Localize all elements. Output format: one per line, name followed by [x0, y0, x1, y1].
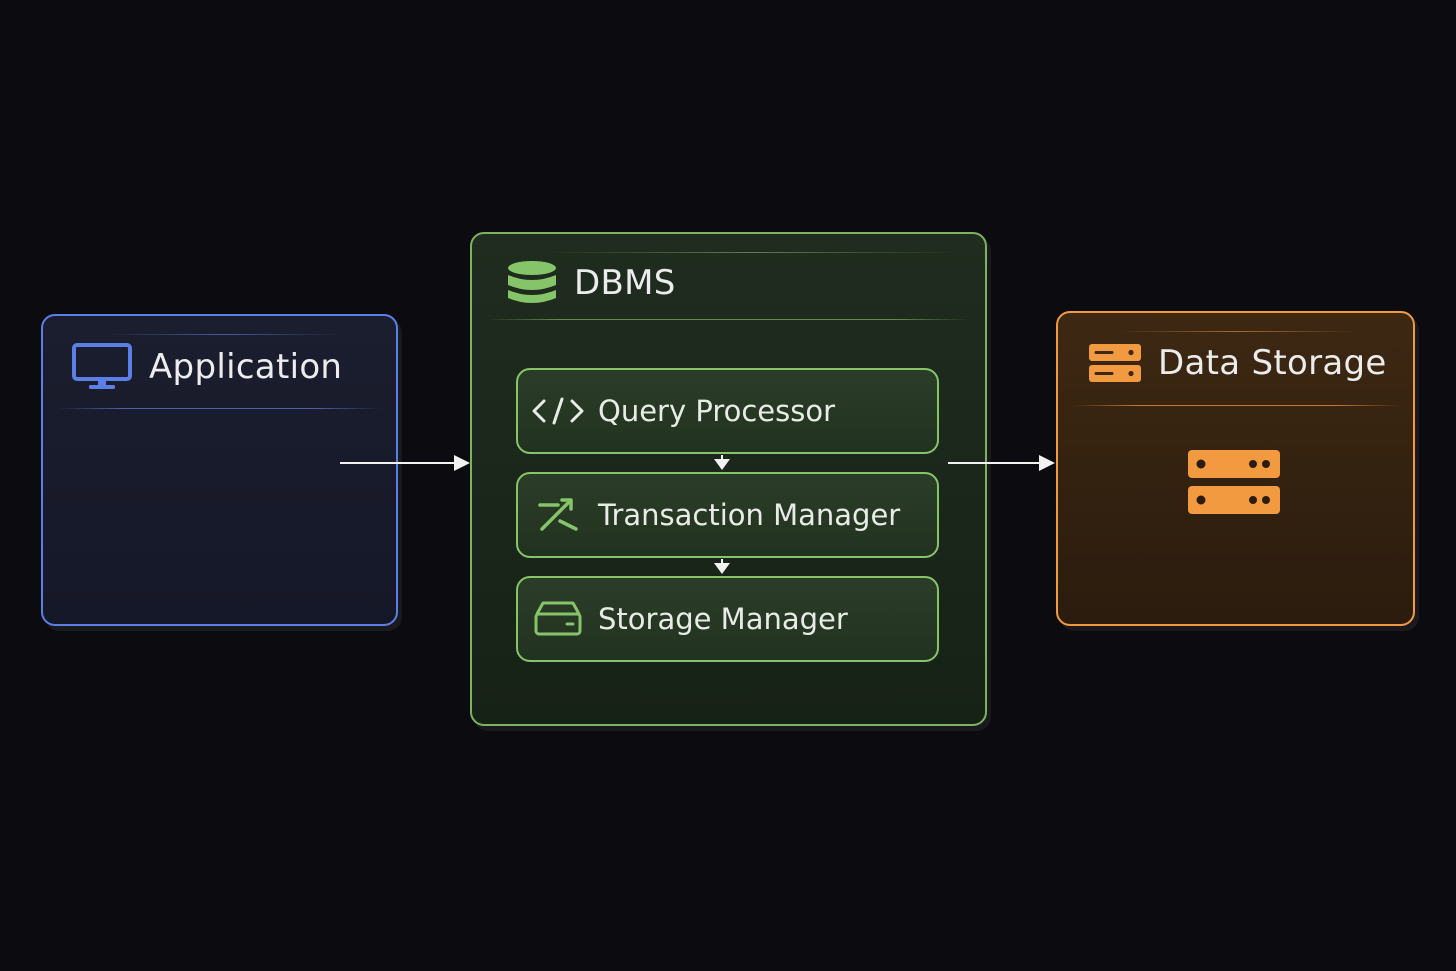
data-storage-panel: Data Storage: [1056, 311, 1415, 626]
server-rack-icon: [1187, 449, 1281, 515]
arrow-transaction-to-storage: [714, 559, 730, 574]
dbms-panel: DBMS Query Processor: [470, 232, 987, 726]
storage-manager-box: Storage Manager: [516, 576, 939, 662]
application-header: Application: [71, 342, 342, 392]
dbms-header: DBMS: [506, 260, 676, 306]
data-storage-header: Data Storage: [1088, 343, 1387, 383]
application-title: Application: [149, 347, 343, 387]
dbms-title: DBMS: [574, 263, 676, 303]
database-icon: [506, 260, 558, 306]
top-accent-line: [542, 252, 962, 253]
arrow-application-to-dbms: [340, 455, 470, 471]
code-icon: [532, 391, 584, 431]
application-panel: Application: [41, 314, 398, 626]
storage-manager-label: Storage Manager: [598, 602, 848, 636]
query-processor-label: Query Processor: [598, 394, 836, 428]
data-storage-title: Data Storage: [1158, 343, 1387, 383]
arrow-dbms-to-storage: [948, 455, 1055, 471]
server-icon: [1088, 343, 1142, 383]
transaction-manager-box: Transaction Manager: [516, 472, 939, 558]
data-storage-divider: [1072, 405, 1401, 406]
monitor-icon: [71, 342, 133, 392]
arrow-query-to-transaction: [714, 455, 730, 470]
drive-icon: [532, 599, 584, 639]
transaction-icon: [532, 495, 584, 535]
top-accent-line: [103, 334, 343, 335]
query-processor-box: Query Processor: [516, 368, 939, 454]
transaction-manager-label: Transaction Manager: [598, 498, 901, 532]
top-accent-line: [1118, 331, 1358, 332]
dbms-divider: [486, 319, 971, 320]
application-divider: [57, 408, 382, 409]
